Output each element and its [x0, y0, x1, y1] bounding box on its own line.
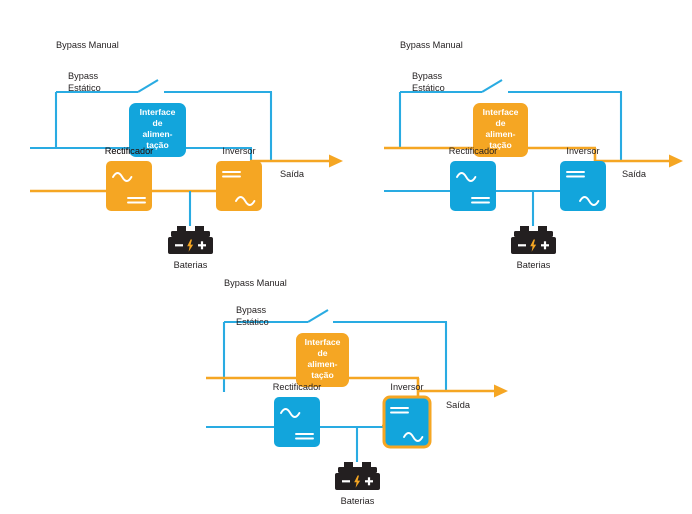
diagram-bypass-mode: Interface de alimen- tação Bypass Manual…: [370, 30, 690, 270]
battery-icon-2: [511, 226, 556, 254]
diagram-normal-mode-canvas: Interface de alimen- tação Bypass Manual…: [30, 40, 343, 270]
bypass-manual-path-1: [54, 79, 273, 160]
bypass-manual-path-2: [398, 79, 623, 161]
rectifier-box-2[interactable]: [450, 161, 496, 211]
interface-label-line1: Interface: [305, 337, 341, 347]
rectifier-box-3[interactable]: [274, 397, 320, 447]
bypass-static-label-3-line1: Bypass: [236, 305, 267, 315]
inverter-title-2: Inversor: [566, 146, 599, 156]
inverter-title-1: Inversor: [222, 146, 255, 156]
interface-label-line2: de: [495, 118, 505, 128]
bypass-static-label-2-line2: Estático: [412, 83, 445, 93]
batteries-label-3: Baterias: [341, 496, 375, 506]
bypass-static-path-1: [30, 146, 253, 161]
interface-label-line4: tação: [146, 140, 168, 150]
rectifier-title-1: Rectificador: [105, 146, 154, 156]
inverter-title-3: Inversor: [390, 382, 423, 392]
batteries-label-1: Baterias: [174, 260, 208, 270]
bypass-manual-label-1: Bypass Manual: [56, 40, 119, 50]
bypass-static-label-2-line1: Bypass: [412, 71, 443, 81]
output-label-1: Saída: [280, 169, 305, 179]
power-interface-box-1[interactable]: Interface de alimen- tação: [129, 103, 186, 157]
inverter-box-1[interactable]: [216, 161, 262, 211]
bypass-static-label-1-line2: Estático: [68, 83, 101, 93]
diagram-battery-mode-canvas: Interface de alimen- tação Bypass Manual…: [206, 278, 508, 506]
diagram-battery-mode: Interface de alimen- tação Bypass Manual…: [190, 272, 520, 506]
interface-label-line1: Interface: [483, 107, 519, 117]
bypass-static-label-3-line2: Estático: [236, 317, 269, 327]
diagram-normal-mode: Interface de alimen- tação Bypass Manual…: [30, 30, 350, 270]
output-label-2: Saída: [622, 169, 647, 179]
battery-icon-1: [168, 226, 213, 254]
diagram-bypass-mode-canvas: Interface de alimen- tação Bypass Manual…: [384, 40, 683, 270]
rectifier-title-3: Rectificador: [273, 382, 322, 392]
interface-label-line3: alimen-: [142, 129, 172, 139]
bypass-static-label-1-line1: Bypass: [68, 71, 99, 81]
batteries-label-2: Baterias: [517, 260, 551, 270]
interface-label-line3: alimen-: [485, 129, 515, 139]
rectifier-title-2: Rectificador: [449, 146, 498, 156]
output-label-3: Saída: [446, 400, 471, 410]
rectifier-label-1: Rectificador: [105, 146, 154, 156]
inverter-box-3[interactable]: [382, 395, 432, 449]
interface-label-line1: Interface: [140, 107, 176, 117]
bypass-manual-label-3: Bypass Manual: [224, 278, 287, 288]
interface-label-line3: alimen-: [307, 359, 337, 369]
bypass-static-path-2: [384, 146, 683, 168]
interface-label-line4: tação: [489, 140, 511, 150]
interface-label-line4: tação: [311, 370, 333, 380]
interface-label-line2: de: [317, 348, 327, 358]
bypass-manual-label-2: Bypass Manual: [400, 40, 463, 50]
inverter-box-2[interactable]: [560, 161, 606, 211]
rectifier-box-1[interactable]: [106, 161, 152, 211]
interface-label-line2: de: [152, 118, 162, 128]
power-interface-box-3[interactable]: Interface de alimen- tação: [296, 333, 349, 387]
bypass-manual-path-3: [222, 309, 448, 392]
power-interface-box-2[interactable]: Interface de alimen- tação: [473, 103, 528, 157]
battery-icon-3: [335, 462, 380, 490]
